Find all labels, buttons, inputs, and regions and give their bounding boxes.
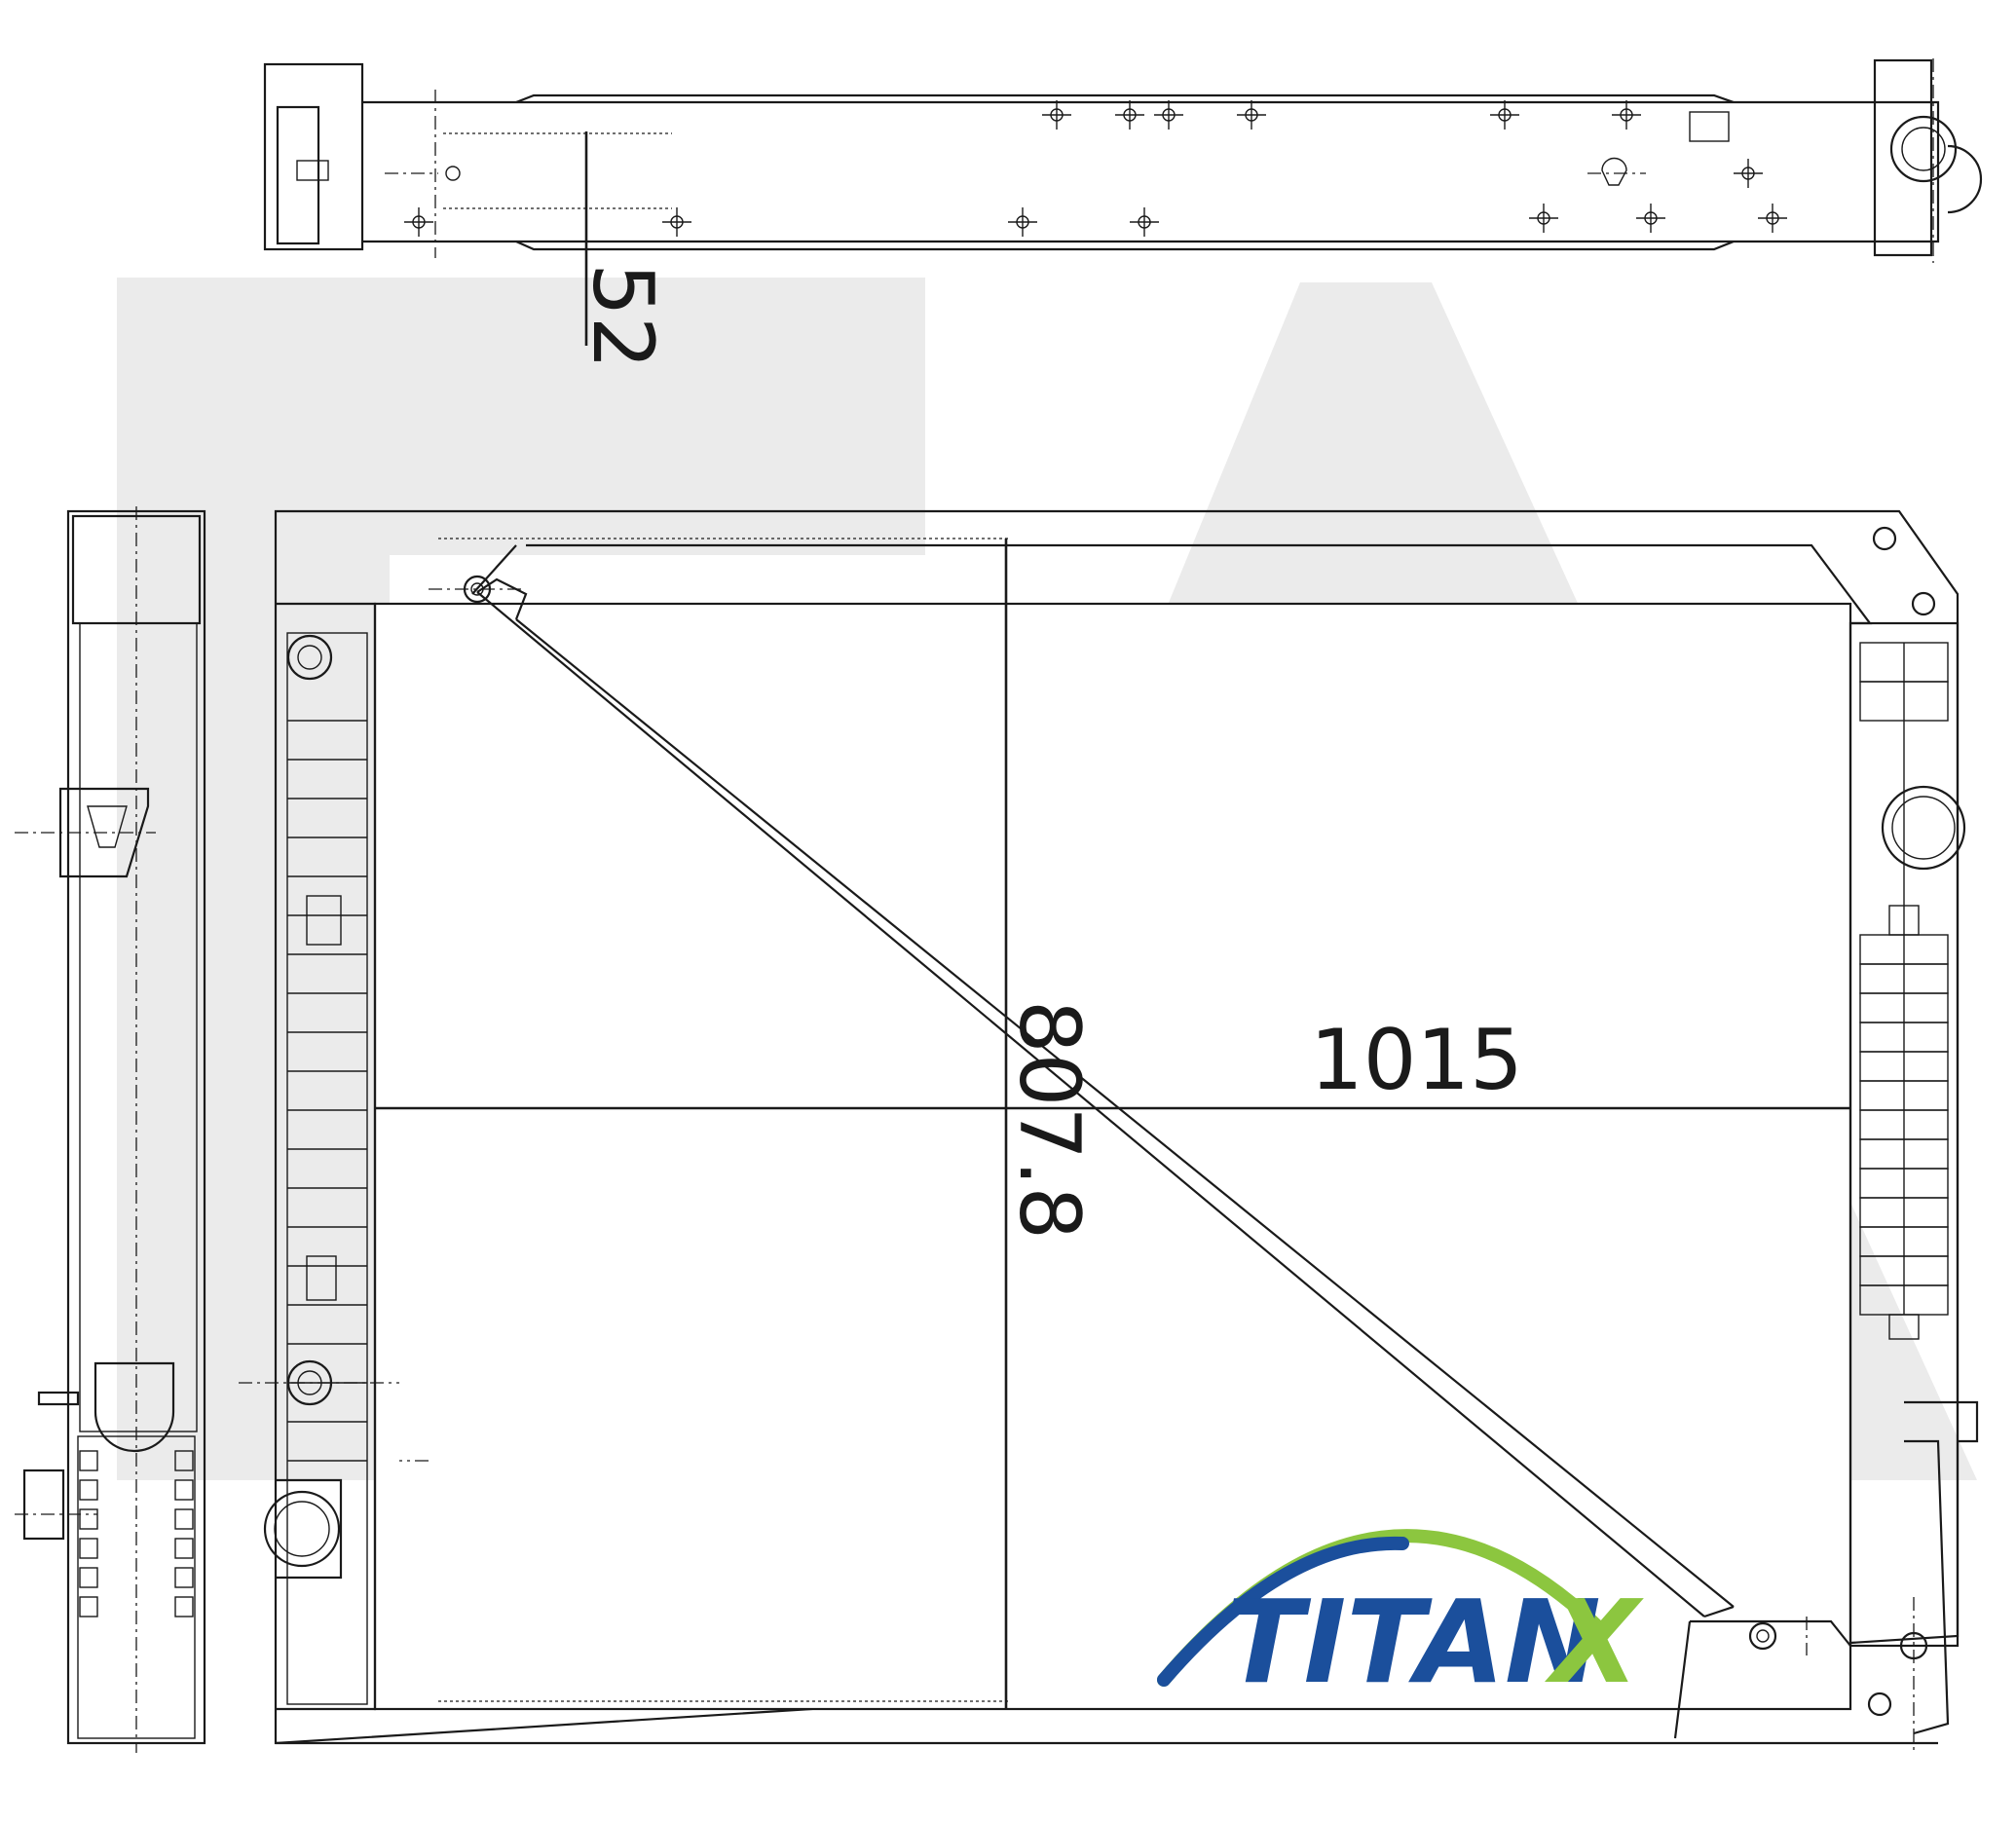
depth-dimension-label: 52: [574, 263, 671, 369]
width-dimension-label: 1015: [1310, 1012, 1523, 1109]
logo-text-accent: X: [1545, 1575, 1644, 1709]
side-view: [15, 506, 206, 1753]
height-dimension-label: 807.8: [1000, 1000, 1098, 1240]
logo-text-main: TITAN: [1225, 1575, 1601, 1709]
top-view: [263, 58, 1983, 346]
front-view: [239, 509, 1979, 1753]
titanx-logo: TITAN X: [1157, 1529, 1644, 1709]
